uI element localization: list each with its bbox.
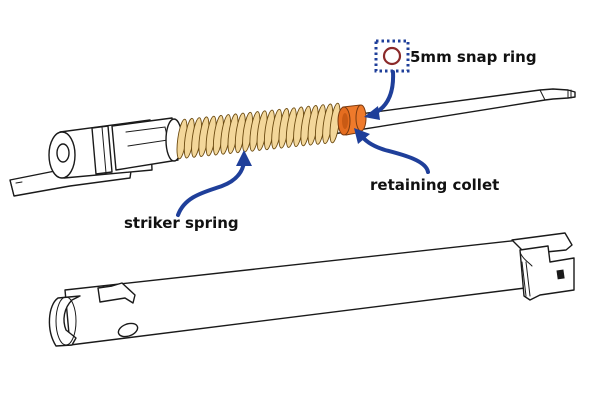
label-retaining-collet: retaining collet: [370, 176, 499, 194]
retaining-collet-callout: retaining collet: [354, 128, 499, 194]
firing-pin-rod: [299, 88, 576, 140]
slide-tube: [48, 232, 575, 347]
snap-ring-icon: [382, 46, 402, 66]
striker-spring: [176, 102, 341, 160]
striker-assembly: [9, 88, 576, 197]
striker-body: [9, 117, 183, 197]
dotted-box: [374, 39, 410, 73]
snap-ring-callout: 5mm snap ring: [364, 39, 537, 120]
striker-spring-callout: striker spring: [124, 150, 252, 232]
label-snap-ring: 5mm snap ring: [410, 48, 537, 66]
label-striker-spring: striker spring: [124, 214, 239, 232]
retaining-collet: [337, 104, 367, 136]
